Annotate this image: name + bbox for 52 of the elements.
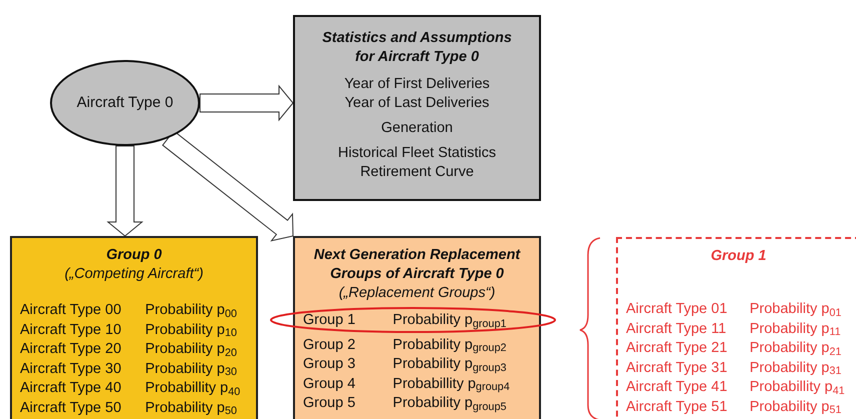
item-text: Group 2 bbox=[303, 336, 356, 354]
item-text: Aircraft Type 40 bbox=[20, 379, 122, 398]
probability-text: Probability p$_{group1}$ bbox=[392, 311, 508, 330]
box-heading: Next Generation Replacement Groups of Aircraft Type 0 bbox=[312, 246, 522, 284]
box-heading: Statistics and Assumptions for Aircraft Type 0 bbox=[321, 29, 513, 67]
probability-text: Probability p$_{51}$ bbox=[750, 398, 842, 417]
statistic-text: Year of First Deliveries bbox=[344, 75, 490, 94]
statistics-box bbox=[293, 15, 541, 201]
statistic-text: Generation bbox=[381, 119, 453, 138]
item-text: Aircraft Type 30 bbox=[20, 360, 122, 378]
item-text: Aircraft Type 11 bbox=[626, 320, 728, 338]
probability-text: Probabillity p$_{41}$ bbox=[750, 378, 846, 398]
probability-text: Probability p$_{20}$ bbox=[145, 340, 238, 360]
probability-text: Probabillity p$_{40}$ bbox=[145, 379, 242, 398]
item-text: Aircraft Type 21 bbox=[626, 339, 728, 358]
item-text: Aircraft Type 50 bbox=[20, 398, 122, 418]
item-text: Group 3 bbox=[303, 355, 356, 374]
statistic-text: Retirement Curve bbox=[360, 163, 474, 182]
item-text: Aircraft Type 41 bbox=[626, 378, 728, 397]
node-label: Aircraft Type 0 bbox=[76, 92, 174, 113]
group-box bbox=[293, 236, 541, 419]
statistic-text: Historical Fleet Statistics bbox=[338, 144, 496, 163]
item-text: Aircraft Type 10 bbox=[20, 320, 122, 340]
block-arrow bbox=[200, 84, 294, 122]
probability-text: Probability p$_{group5}$ bbox=[392, 394, 508, 414]
item-text: Group 5 bbox=[303, 394, 356, 413]
probability-text: Probability p$_{group2}$ bbox=[392, 336, 508, 355]
item-text: Aircraft Type 00 bbox=[20, 301, 122, 320]
probability-text: Probability p$_{01}$ bbox=[750, 300, 842, 320]
box-heading: Group 1 bbox=[710, 247, 768, 266]
box-subtitle: („Competing Aircraft“) bbox=[64, 265, 204, 284]
probability-text: Probability p$_{21}$ bbox=[750, 339, 842, 358]
probability-text: Probability p$_{group3}$ bbox=[392, 355, 508, 374]
box-subtitle: („Replacement Groups“) bbox=[338, 284, 496, 303]
item-text: Group 4 bbox=[303, 374, 356, 394]
block-arrow bbox=[106, 146, 144, 237]
probability-text: Probability p$_{11}$ bbox=[750, 320, 842, 339]
item-text: Aircraft Type 01 bbox=[626, 300, 728, 319]
probability-text: Probability p$_{30}$ bbox=[145, 360, 238, 379]
probability-text: Probability p$_{10}$ bbox=[145, 320, 238, 340]
group-box bbox=[10, 236, 258, 419]
probability-text: Probabillity p$_{group4}$ bbox=[392, 374, 511, 394]
item-text: Aircraft Type 51 bbox=[626, 398, 728, 416]
box-heading: Group 0 bbox=[105, 246, 163, 265]
probability-text: Probability p$_{00}$ bbox=[145, 301, 238, 320]
probability-text: Probability p$_{50}$ bbox=[145, 398, 238, 418]
item-text: Group 1 bbox=[303, 311, 356, 330]
probability-text: Probability p$_{31}$ bbox=[750, 358, 842, 378]
item-text: Aircraft Type 20 bbox=[20, 340, 122, 359]
item-text: Aircraft Type 31 bbox=[626, 358, 728, 378]
group-box bbox=[616, 237, 856, 419]
statistic-text: Year of Last Deliveries bbox=[344, 94, 490, 113]
